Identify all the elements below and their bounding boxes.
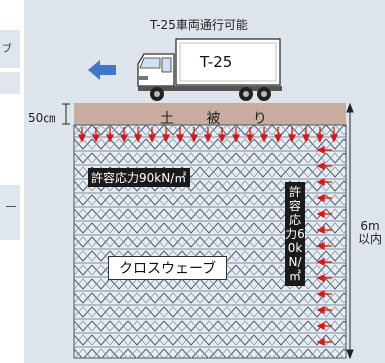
direction-arrow-icon — [88, 60, 116, 80]
truck-body-label: T-25 — [200, 53, 233, 71]
vertical-stress-label: 許容応力60kN/㎡ — [285, 182, 305, 286]
truck-icon — [137, 38, 282, 101]
soil-thickness-dimension — [62, 103, 70, 125]
block-height-label: 6m 以内 — [357, 219, 382, 246]
left-clipped-dash — [6, 206, 16, 207]
cross-wave-block — [73, 124, 347, 359]
horizontal-stress-label: 許容応力90kN/㎡ — [88, 168, 191, 187]
product-name-label: クロスウェーブ — [108, 256, 228, 280]
lateral-load-arrows — [316, 145, 332, 347]
left-clipped-panel: ブ — [0, 0, 22, 363]
left-clipped-block — [0, 185, 20, 240]
vertical-load-arrows — [77, 127, 339, 143]
soil-thickness-label: 50㎝ — [28, 111, 56, 125]
block-height-dimension — [346, 102, 354, 360]
truck-caption: T-25車両通行可能 — [150, 18, 248, 32]
left-clipped-text: ブ — [2, 44, 12, 55]
left-clipped-block — [0, 72, 20, 94]
left-clipped-block — [0, 30, 20, 68]
soil-cover-label: 土 被 り — [160, 111, 281, 127]
soil-cover-layer — [74, 103, 346, 125]
